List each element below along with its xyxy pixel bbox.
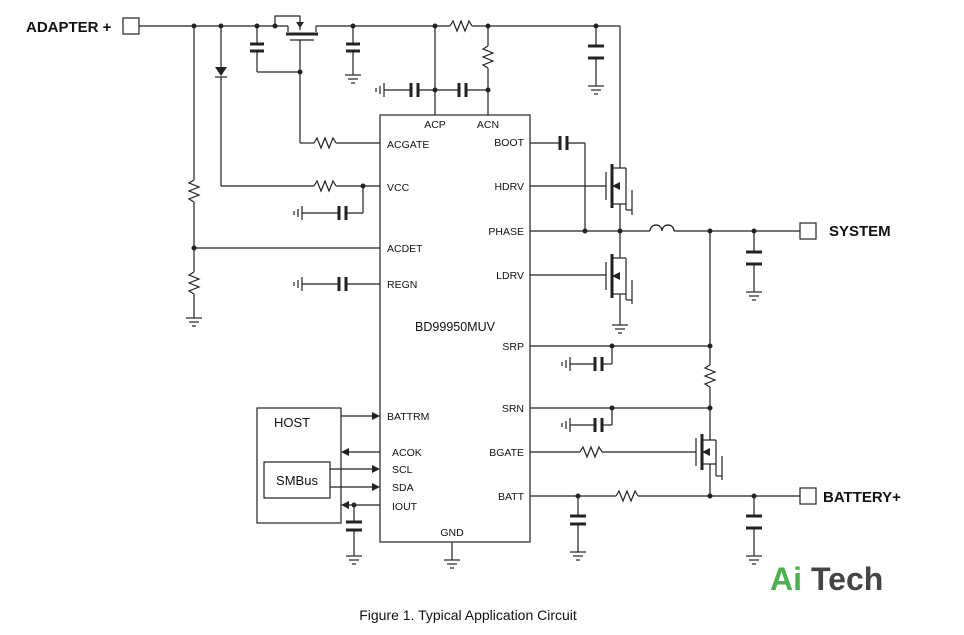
system-output-capacitor [746,231,762,301]
system-label: SYSTEM [829,223,891,240]
pin-bgate: BGATE [489,447,524,459]
regn-capacitor [293,277,380,291]
low-side-mosfet [530,231,633,334]
boot-capacitor [530,136,588,234]
smbus-label: SMBus [276,473,318,488]
current-sense [530,231,717,440]
ic-ground [444,542,460,569]
host-box [256,407,342,524]
host-label: HOST [274,415,310,430]
pin-battrm: BATTRM [387,411,429,423]
adapter-terminal [122,17,140,35]
pin-regn: REGN [387,279,417,291]
pin-acok: ACOK [392,447,422,459]
pin-boot: BOOT [494,137,524,149]
high-side-mosfet [530,26,633,231]
pin-batt: BATT [498,491,525,503]
input-mosfet [272,15,318,75]
pin-hdrv: HDRV [494,181,524,193]
pin-acp: ACP [424,119,446,131]
ic-body [379,114,531,543]
pin-ldrv: LDRV [496,270,524,282]
battery-label: BATTERY+ [823,489,901,506]
figure-caption: Figure 1. Typical Application Circuit [359,607,577,623]
system-terminal [799,222,817,240]
smbus-box [263,461,331,499]
pin-phase: PHASE [488,226,524,238]
acdet-divider [186,26,380,327]
acgate-net [299,72,380,150]
battery-terminal [799,487,817,505]
adapter-label: ADAPTER + [26,19,112,36]
pin-srp: SRP [502,341,524,353]
vcc-diode [215,26,380,220]
pin-iout: IOUT [392,501,418,513]
logo-tech: Tech [811,561,883,597]
pin-vcc: VCC [387,182,410,194]
battery-mosfet [530,434,723,499]
logo-ai: Ai [770,561,802,597]
host-signals [330,412,380,565]
pin-scl: SCL [392,464,413,476]
pin-srn: SRN [502,403,524,415]
pin-acgate: ACGATE [387,139,429,151]
phase-node [530,224,800,234]
pin-acn: ACN [477,119,499,131]
pin-gnd: GND [440,527,464,539]
acp-acn-sense [375,26,495,115]
ic-name: BD99950MUV [415,320,496,334]
adapter-bulk-capacitor [588,26,604,95]
gate-capacitor [250,26,300,73]
adapter-bus [139,19,620,33]
input-capacitor [345,23,361,84]
pin-sda: SDA [392,482,414,494]
battery-net [530,489,800,565]
pin-acdet: ACDET [387,243,423,255]
